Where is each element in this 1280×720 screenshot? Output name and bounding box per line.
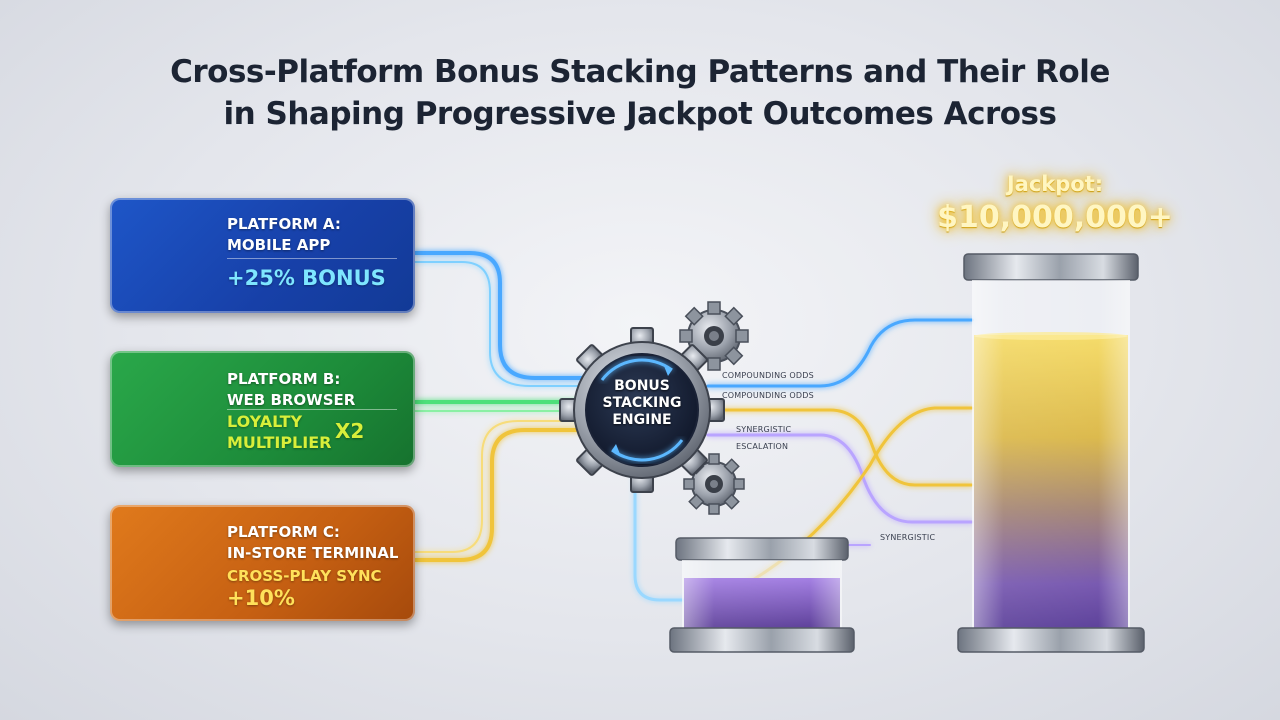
gear-icon — [559, 327, 725, 493]
engine-label-line2: Stacking — [602, 395, 682, 411]
flow-line-blue-2 — [414, 261, 586, 387]
platform-b-bonus-line2: Multiplier — [227, 433, 332, 452]
platform-c-name-line1: Platform C: — [227, 523, 340, 541]
engine-label-line3: Engine — [612, 412, 672, 428]
platform-b-card: Platform B: Web Browser Loyalty Multipli… — [110, 351, 415, 467]
platform-c-name: Platform C: In-Store Terminal — [227, 522, 398, 564]
flow-line-output-blue — [706, 318, 974, 388]
jackpot-label: Jackpot: — [1006, 172, 1104, 196]
platform-c-name-line2: In-Store Terminal — [227, 544, 399, 562]
platform-a-divider — [227, 258, 397, 259]
flow-line-yellow-2 — [414, 420, 586, 553]
platform-a-card: Platform A: Mobile App +25% Bonus — [110, 198, 415, 313]
platform-a-bonus: +25% Bonus — [227, 266, 386, 290]
flow-line-engine-to-reservoir — [633, 468, 692, 602]
reservoir-tank — [669, 537, 855, 653]
flow-line-output-yellow — [706, 408, 974, 487]
jackpot-tank — [957, 253, 1145, 653]
platform-a-name: Platform A: Mobile App — [227, 214, 341, 256]
flow-label-synergistic-1: Synergistic — [736, 425, 792, 434]
platform-b-name-line2: Web Browser — [227, 391, 356, 409]
platform-a-name-line2: Mobile App — [227, 236, 331, 254]
platform-a-name-line1: Platform A: — [227, 215, 341, 233]
platform-b-bonus: Loyalty Multiplier x2 — [227, 411, 397, 453]
flow-line-blue — [413, 251, 587, 380]
platform-b-name-line1: Platform B: — [227, 370, 341, 388]
flow-label-compounding-2: Compounding Odds — [722, 391, 814, 400]
platform-b-divider — [227, 409, 397, 410]
platform-b-multiplier: x2 — [335, 419, 365, 443]
platform-b-bonus-line1: Loyalty — [227, 412, 303, 431]
platform-c-bonus: Cross-Play Sync +10% — [227, 567, 382, 610]
platform-b-name: Platform B: Web Browser — [227, 369, 355, 411]
small-gear-top-icon — [679, 301, 749, 371]
title-line-2: in Shaping Progressive Jackpot Outcomes … — [223, 96, 1057, 132]
engine-label-line1: Bonus — [614, 378, 670, 394]
platform-c-bonus-line2: +10% — [227, 586, 295, 610]
engine-label: Bonus Stacking Engine — [580, 378, 704, 429]
title-line-1: Cross-Platform Bonus Stacking Patterns a… — [170, 54, 1110, 90]
flow-label-synergistic-2: Synergistic — [880, 533, 936, 542]
flow-label-compounding-1: Compounding Odds — [722, 371, 814, 380]
flow-line-output-purple — [706, 433, 974, 524]
flow-line-yellow — [413, 428, 587, 562]
jackpot-amount: $10,000,000+ — [937, 200, 1173, 235]
platform-c-card: Platform C: In-Store Terminal Cross-Play… — [110, 505, 415, 621]
platform-c-bonus-line1: Cross-Play Sync — [227, 567, 382, 585]
flow-label-escalation: Escalation — [736, 442, 789, 451]
